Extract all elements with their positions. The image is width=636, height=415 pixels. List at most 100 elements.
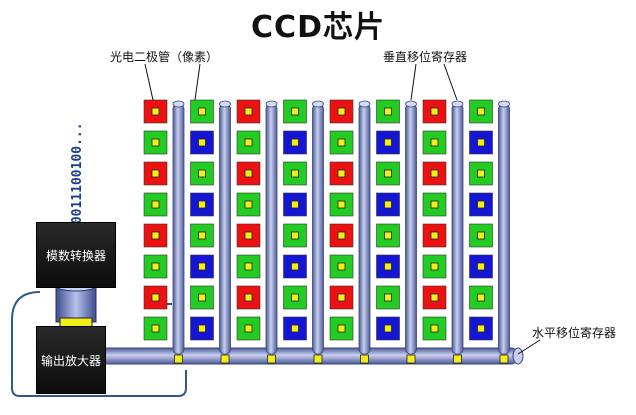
pixel-center <box>477 138 485 147</box>
pixel-center <box>337 138 346 147</box>
pixel-center <box>337 231 346 240</box>
pixel-center <box>151 262 160 271</box>
amplifier-label: 输出放大器 <box>40 353 101 368</box>
pixel-center <box>291 138 299 147</box>
pixel-center <box>151 231 160 240</box>
pixel-center <box>384 324 392 333</box>
pixel-center <box>244 293 253 302</box>
pixel-center <box>477 231 485 240</box>
pixel-center <box>430 169 439 178</box>
vertical-register-cap <box>498 100 510 108</box>
pixel-center <box>430 231 439 240</box>
pixel-center <box>291 200 299 209</box>
pixel-center <box>477 200 485 209</box>
vertical-register-cap <box>312 100 324 108</box>
pixel-center <box>477 293 485 302</box>
pixel-center <box>291 324 299 333</box>
pixel-center <box>151 324 160 333</box>
pixel-center <box>244 262 253 271</box>
pixel-center <box>198 293 206 302</box>
pixel-center <box>384 293 392 302</box>
pixel-center <box>151 293 160 302</box>
pixel-center <box>291 169 299 178</box>
pixel-center <box>384 231 392 240</box>
pixel-center <box>477 324 485 333</box>
pixel-center <box>198 231 206 240</box>
vertical-register <box>451 103 464 355</box>
pixel-center <box>291 262 299 271</box>
photodiode-pointer <box>194 63 201 101</box>
photodiode-pointer <box>144 63 154 101</box>
pixel-center <box>244 138 253 147</box>
adc-label: 模数转换器 <box>45 248 106 263</box>
vertical-register <box>219 103 231 355</box>
pixel-center <box>477 262 485 271</box>
pixel-center <box>430 262 439 271</box>
pixel-center <box>151 107 160 116</box>
pixel-center <box>430 107 439 116</box>
pixel-center <box>337 324 346 333</box>
pixel-center <box>198 169 206 178</box>
pixel-center <box>337 107 346 116</box>
vertical-register <box>358 103 371 355</box>
register-junction <box>499 354 509 364</box>
pixel-center <box>198 107 206 116</box>
register-junction <box>174 354 183 364</box>
vertical-register-cap <box>451 100 464 108</box>
photodiode-label: 光电二极管（像素） <box>110 50 219 64</box>
pixel-center <box>477 107 485 116</box>
pixel-center <box>430 324 439 333</box>
register-junction <box>360 354 369 364</box>
vertical-register-cap <box>405 100 417 108</box>
register-junction <box>453 354 462 364</box>
pixel-center <box>198 138 206 147</box>
vertical-register-cap <box>358 100 371 108</box>
pixel-center <box>430 293 439 302</box>
adc-box: 模数转换器 <box>36 222 116 288</box>
pixel-center <box>291 107 299 116</box>
pixel-center <box>384 262 392 271</box>
pixel-center <box>151 169 160 178</box>
pixel-center <box>430 138 439 147</box>
pixel-center <box>384 107 392 116</box>
pixel-center <box>291 231 299 240</box>
pixel-center <box>244 169 253 178</box>
pixel-center <box>337 169 346 178</box>
horizontal-register-label: 水平移位寄存器 <box>532 326 617 340</box>
page-title: CCD芯片 <box>251 10 385 45</box>
pixel-center <box>198 262 206 271</box>
connector-cylinder <box>55 285 97 323</box>
pixel-center <box>244 231 253 240</box>
horizontal-register-end <box>512 347 524 365</box>
pixel-center <box>337 262 346 271</box>
pixel-center <box>384 169 392 178</box>
pixel-center <box>384 200 392 209</box>
vertical-register-cap <box>265 100 278 108</box>
pixel-center <box>430 200 439 209</box>
register-junction <box>220 354 230 364</box>
vertical-register <box>405 103 417 355</box>
register-junction <box>313 354 323 364</box>
pixel-center <box>477 169 485 178</box>
pixel-center <box>337 293 346 302</box>
horizontal-register-pointer <box>517 339 541 355</box>
vertical-register-pointer <box>443 63 458 101</box>
vertical-register-pointer <box>410 63 417 101</box>
pixel-center <box>244 200 253 209</box>
vertical-register-cap <box>172 100 185 108</box>
pixel-center <box>337 200 346 209</box>
vertical-register-label: 垂直移位寄存器 <box>383 50 468 64</box>
vertical-register <box>312 103 324 355</box>
pixel-center <box>198 324 206 333</box>
pixel-center <box>198 200 206 209</box>
vertical-register-cap <box>219 100 231 108</box>
pixel-center <box>244 107 253 116</box>
pixel-center <box>291 293 299 302</box>
amplifier-box: 输出放大器 <box>36 326 106 394</box>
register-junction <box>406 354 416 364</box>
vertical-register <box>172 103 185 355</box>
pixel-center <box>244 324 253 333</box>
vertical-register <box>498 103 510 355</box>
